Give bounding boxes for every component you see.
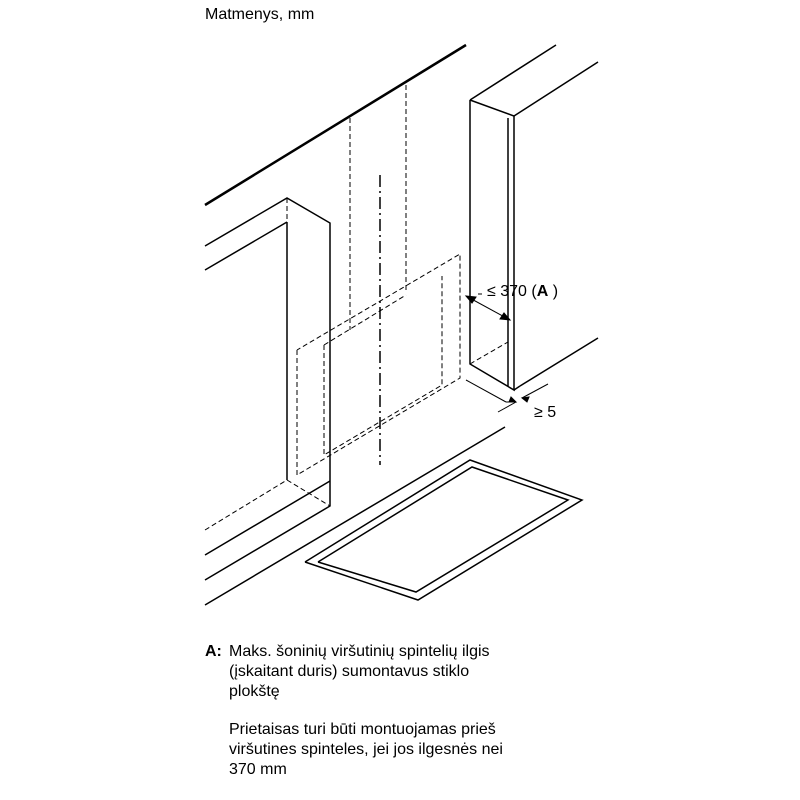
note-line: (įskaitant duris) sumontavus stiklo [229, 663, 470, 680]
hob-plate [304, 459, 584, 601]
gap-dimension-label: ≥ 5 [534, 404, 556, 421]
depth-dimension [464, 293, 512, 321]
note-line: plokštę [229, 683, 280, 700]
note-line: Prietaisas turi būti montuojamas prieš [229, 721, 496, 738]
ceiling-line [204, 43, 467, 207]
hood-outline [296, 85, 461, 476]
right-cabinet [469, 44, 599, 392]
left-cabinet-hidden-edges [204, 198, 331, 531]
worktop-edge [204, 426, 506, 606]
note-a: A: Maks. šoninių viršutinių spintelių il… [205, 642, 589, 780]
right-cabinet-hidden-edge [469, 341, 509, 365]
page-title: Matmenys, mm [205, 6, 315, 23]
note-key: A: [205, 643, 222, 660]
gap-dimension [465, 379, 549, 413]
left-cabinet [204, 197, 331, 581]
note-line: viršutines spinteles, jei jos ilgesnės n… [229, 741, 503, 758]
note-line: Maks. šoninių viršutinių spintelių ilgis [229, 643, 490, 660]
notes-block: A: Maks. šoninių viršutinių spintelių il… [205, 642, 589, 780]
depth-dimension-label: ≤ 370 (A ) [487, 283, 558, 300]
note-line: 370 mm [229, 761, 287, 778]
